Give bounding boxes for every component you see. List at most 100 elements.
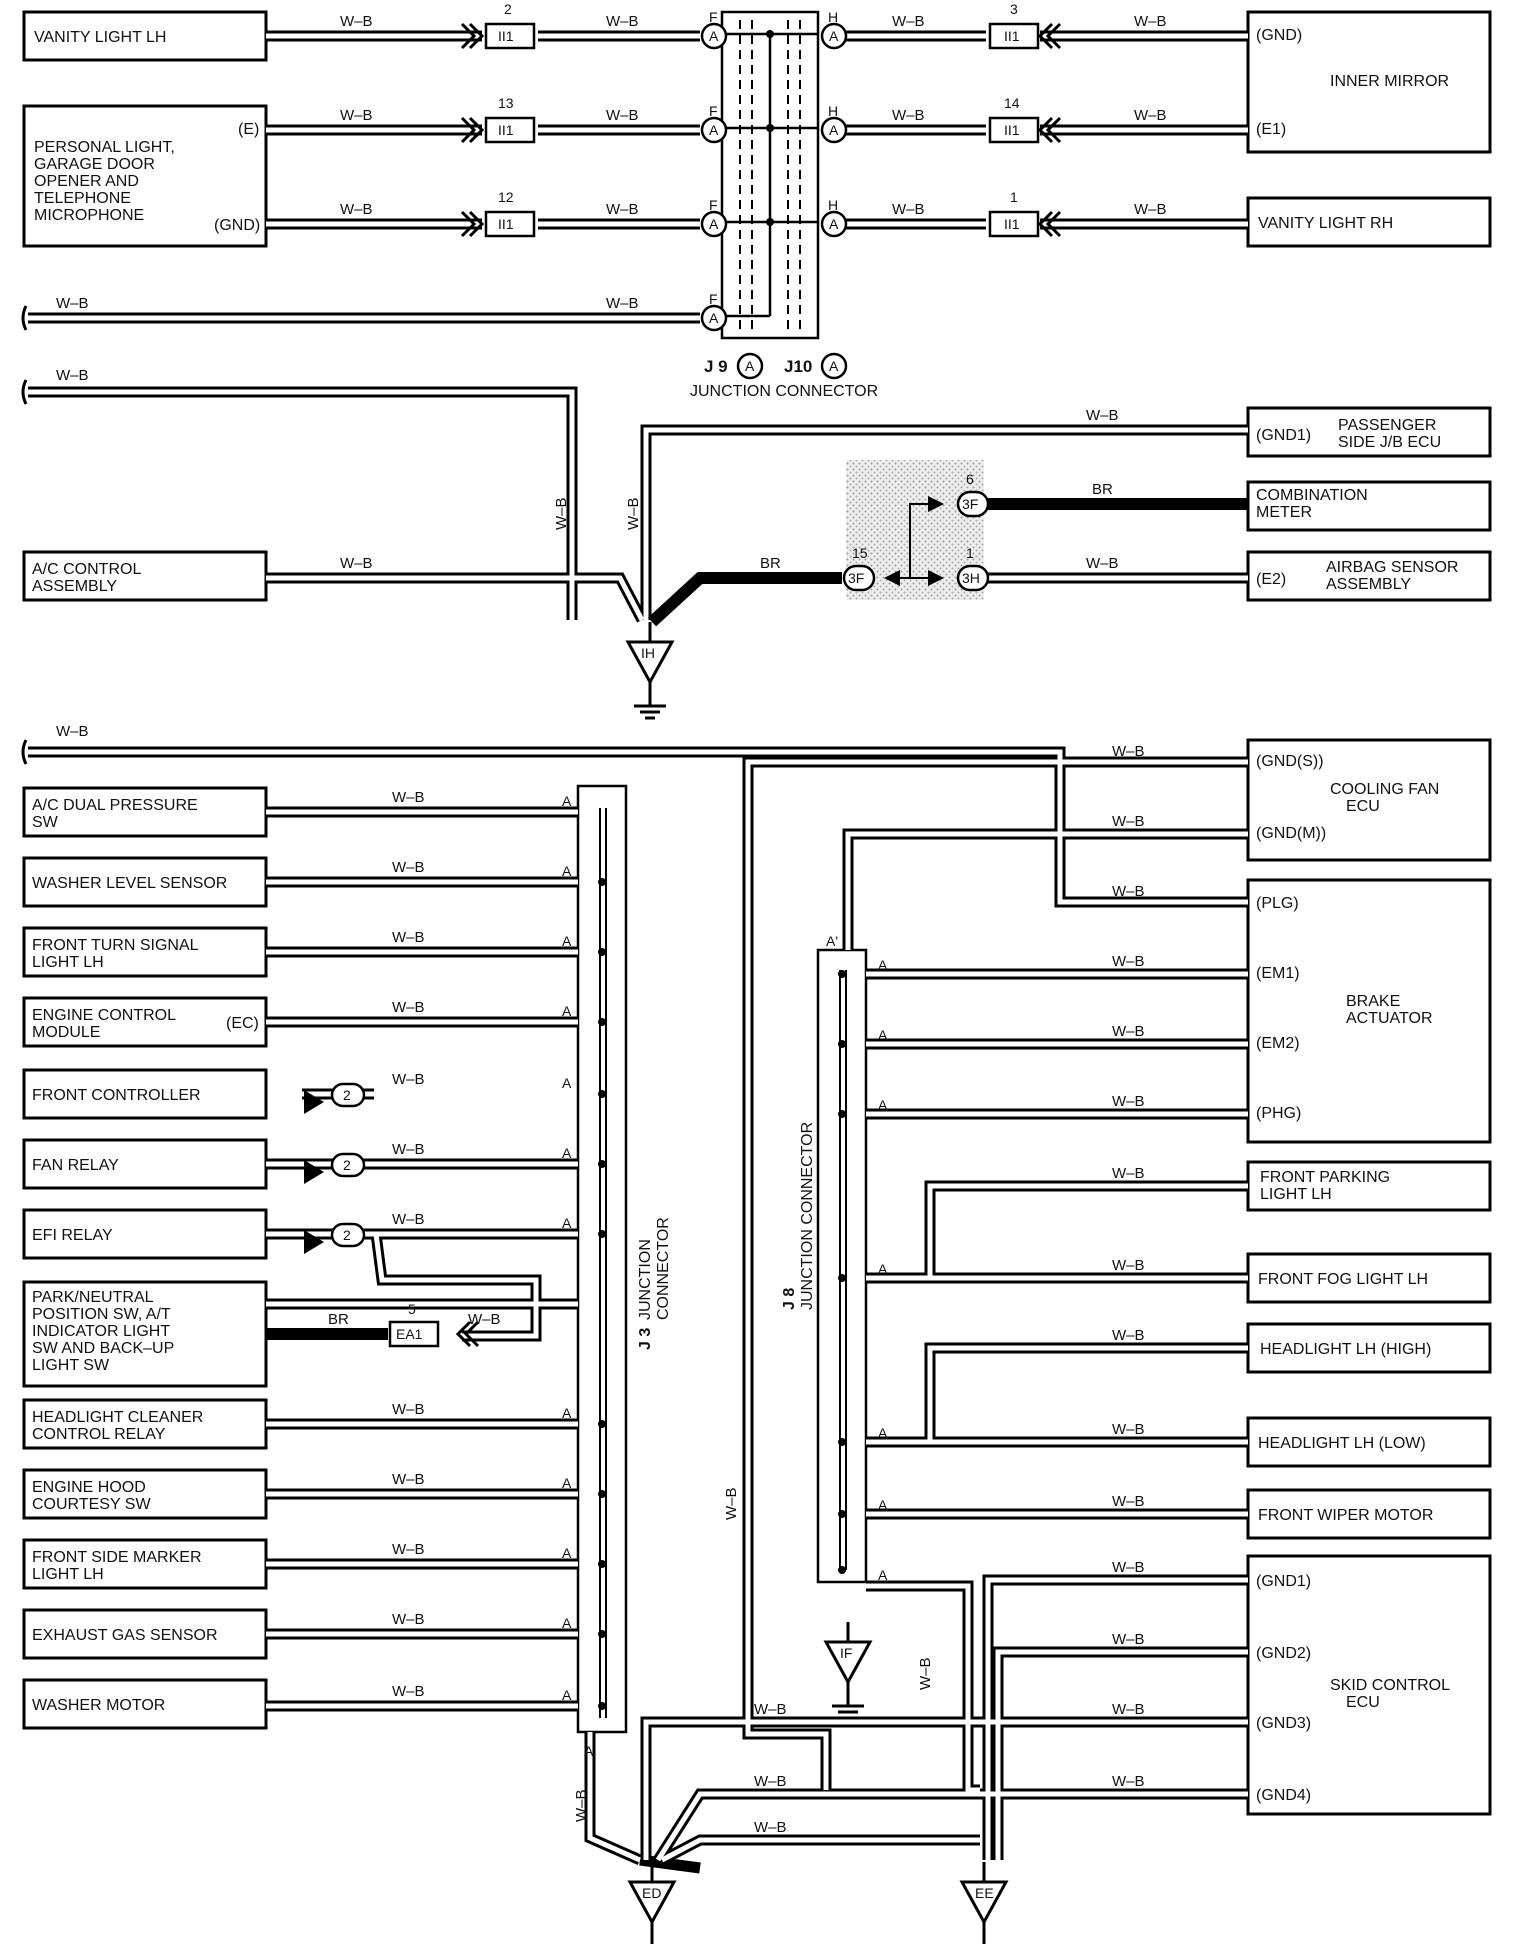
pin-letter: A [878, 1567, 888, 1583]
fan-relay-label: FAN RELAY [32, 1157, 119, 1174]
pin-number: 12 [498, 189, 514, 205]
wire-color: W–B [1112, 1701, 1145, 1718]
ac-control-label: A/C CONTROL [32, 561, 141, 578]
pin-letter: A [829, 122, 839, 138]
pin-letter: A [562, 1475, 572, 1491]
j10-label: J10 [784, 357, 812, 376]
connector-id: 2 [343, 1157, 351, 1173]
pin-letter: A [878, 1097, 888, 1113]
pin-letter: A [709, 216, 719, 232]
connector-id: 3F [962, 496, 978, 512]
splice-id: II1 [1004, 216, 1020, 232]
personal-pin-gnd: (GND) [214, 217, 260, 234]
personal-pin-e: (E) [238, 121, 259, 138]
pin-letter: H [828, 9, 838, 25]
wb-wires-inner [28, 33, 1248, 1863]
arrow-chevrons [455, 22, 1062, 1348]
park-neutral-label: POSITION SW, A/T [32, 1306, 171, 1323]
personal-light-label: TELEPHONE [34, 190, 131, 207]
park-neutral-label: INDICATOR LIGHT [32, 1323, 170, 1340]
personal-light-label: PERSONAL LIGHT, [34, 139, 175, 156]
pin-number: 1 [966, 545, 974, 561]
wire-color: W–B [553, 497, 570, 530]
pin-letter: A [709, 122, 719, 138]
pin-number: 5 [408, 1301, 416, 1317]
wire-color: W–B [392, 859, 425, 876]
wire-color: W–B [468, 1311, 501, 1328]
wire-color: W–B [892, 107, 925, 124]
washer-level-label: WASHER LEVEL SENSOR [32, 875, 227, 892]
cooling-label: COOLING FAN [1330, 781, 1439, 798]
wire-color: W–B [392, 1611, 425, 1628]
park-neutral-label: LIGHT SW [32, 1357, 110, 1374]
splice-id: II1 [1004, 122, 1020, 138]
passenger-label: PASSENGER [1338, 417, 1436, 434]
j9-label: J 9 [704, 357, 728, 376]
wire-color: W–B [392, 929, 425, 946]
pin-letter: A [562, 933, 572, 949]
wire-color: W–B [392, 1471, 425, 1488]
splice-id: II1 [498, 28, 514, 44]
wire-color: W–B [392, 1683, 425, 1700]
wire-color: W–B [56, 723, 89, 740]
side-marker-label: LIGHT LH [32, 1566, 104, 1583]
wire-color: W–B [1086, 407, 1119, 424]
vanity-lh-label: VANITY LIGHT LH [34, 29, 166, 46]
cooling-pin: (GND(S)) [1256, 753, 1324, 770]
ground-if-label: IF [840, 1645, 852, 1661]
pin-circles [330, 22, 990, 1248]
hood-label: ENGINE HOOD [32, 1479, 146, 1496]
pin-letter: A [709, 310, 719, 326]
wire-color: W–B [392, 1141, 425, 1158]
airbag-label: ASSEMBLY [1326, 576, 1411, 593]
inner-mirror-pin: (GND) [1256, 27, 1302, 44]
passenger-label: SIDE J/B ECU [1338, 434, 1441, 451]
hl-cleaner-label: CONTROL RELAY [32, 1426, 166, 1443]
pin-labels: F F F F H H H A A A A A A A II1 II1 II1 … [343, 1, 1020, 1759]
wire-color: W–B [1134, 201, 1167, 218]
skid-pin: (GND2) [1256, 1645, 1311, 1662]
wire-color: W–B [56, 367, 89, 384]
wire-color: W–B [1112, 1023, 1145, 1040]
brake-pin: (EM1) [1256, 965, 1300, 982]
pin-letter: A [562, 1145, 572, 1161]
connector-id: 2 [343, 1227, 351, 1243]
parking-label: LIGHT LH [1260, 1186, 1332, 1203]
combination-label: COMBINATION [1256, 487, 1368, 504]
hl-low-label: HEADLIGHT LH (LOW) [1258, 1435, 1426, 1452]
j8-id: J 8 [781, 1288, 798, 1310]
connector-id: 3H [962, 570, 980, 586]
wire-color: W–B [917, 1657, 934, 1690]
wire-color: W–B [392, 1541, 425, 1558]
wire-color: W–B [606, 295, 639, 312]
pin-letter: A [562, 1215, 572, 1231]
ground-ih-label: IH [641, 645, 655, 661]
wire-color: W–B [56, 295, 89, 312]
washer-motor-label: WASHER MOTOR [32, 1697, 165, 1714]
personal-light-label: GARAGE DOOR [34, 156, 155, 173]
pin-letter: A [562, 863, 572, 879]
wire-color: W–B [1112, 883, 1145, 900]
pin-letter: A [562, 1075, 572, 1091]
pin-letter: A [584, 1743, 594, 1759]
wire-color: W–B [606, 13, 639, 30]
ecm-label: MODULE [32, 1024, 100, 1041]
skid-pin: (GND3) [1256, 1715, 1311, 1732]
j8-desc: JUNCTION CONNECTOR [799, 1122, 816, 1310]
wire-color: W–B [754, 1819, 787, 1836]
wire-color: W–B [1112, 1559, 1145, 1576]
wire-color: W–B [606, 201, 639, 218]
pin-letter: A [878, 957, 888, 973]
splice-id: EA1 [396, 1326, 423, 1342]
wire-color: W–B [392, 1401, 425, 1418]
wire-color: W–B [1134, 107, 1167, 124]
side-marker-label: FRONT SIDE MARKER [32, 1549, 202, 1566]
wire-color: W–B [754, 1701, 787, 1718]
front-turn-label: FRONT TURN SIGNAL [32, 937, 199, 954]
j9-pin-a-label: A [745, 358, 755, 374]
pin-letter: A [878, 1425, 888, 1441]
airbag-pin: (E2) [1256, 571, 1286, 588]
brake-label: ACTUATOR [1346, 1010, 1433, 1027]
pin-letter: H [828, 103, 838, 119]
pin-letter: F [709, 9, 718, 25]
